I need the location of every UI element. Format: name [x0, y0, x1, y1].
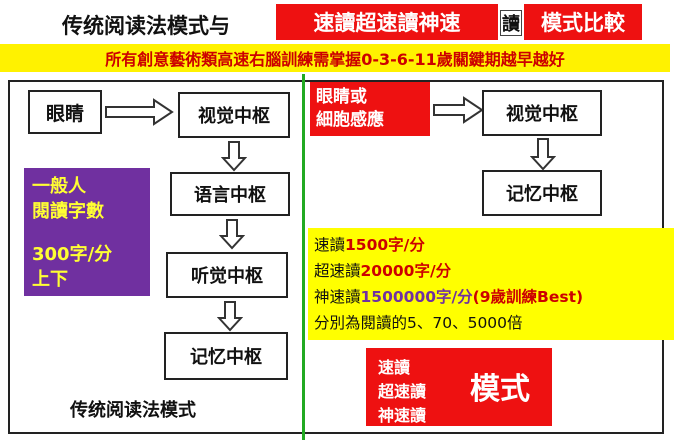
- left-caption: 传统阅读法模式: [70, 400, 196, 421]
- speed-row-1: 速讀1500字/分: [314, 236, 425, 254]
- visual-center-box-left: 视觉中枢: [178, 92, 290, 138]
- arrow-down-1: [221, 141, 247, 172]
- memory-center-box-right: 记忆中枢: [482, 170, 602, 216]
- mode-big-label: 模式: [470, 372, 530, 407]
- title-text: 传统阅读法模式与: [62, 13, 230, 38]
- speed-row-3: 神速讀1500000字/分(9歲訓練Best): [314, 288, 584, 306]
- language-center-box: 语言中枢: [170, 172, 290, 216]
- banner: 所有創意藝術類高速右腦訓練需掌握0-3-6-11歲關鍵期越早越好: [0, 44, 670, 72]
- arrow-input-to-visual: [433, 96, 484, 124]
- input-red-box: 眼睛或 細胞感應: [310, 82, 430, 136]
- arrow-down-3: [217, 301, 243, 332]
- speed-row-4: 分別為閱讀的5、70、5000倍: [314, 314, 523, 332]
- title-red-highlight: 速讀超速讀神速: [276, 4, 498, 40]
- speed-row-2: 超速讀20000字/分: [314, 262, 452, 280]
- banner-text: 所有創意藝術類高速右腦訓練需掌握0-3-6-11歲關鍵期越早越好: [105, 50, 565, 69]
- arrow-eyes-to-visual: [105, 98, 174, 126]
- arrow-down-2: [219, 219, 245, 250]
- mode-line-1: 速讀: [378, 358, 411, 377]
- purple-line-3: 300字/分: [32, 244, 113, 265]
- purple-info-box: 一般人 閱讀字數 300字/分 上下: [24, 168, 150, 296]
- memory-center-box-left: 记忆中枢: [164, 332, 288, 380]
- mode-line-3: 神速讀: [378, 406, 427, 425]
- yellow-info-box: 速讀1500字/分 超速讀20000字/分 神速讀1500000字/分(9歲訓練…: [308, 228, 674, 340]
- title-red-suffix: 模式比較: [524, 4, 642, 40]
- visual-center-box-right: 视觉中枢: [482, 90, 602, 136]
- green-divider: [302, 74, 305, 440]
- arrow-down-right: [530, 138, 556, 171]
- mode-red-box: 速讀 超速讀 神速讀 模式: [366, 348, 552, 426]
- purple-line-1: 一般人: [32, 176, 86, 197]
- purple-line-2: 閱讀字數: [32, 201, 104, 222]
- input-line-1: 眼睛或: [316, 87, 367, 107]
- mode-line-2: 超速讀: [378, 382, 427, 401]
- title-boxed-char: 讀: [500, 10, 522, 36]
- eyes-box: 眼睛: [28, 90, 102, 134]
- hearing-center-box: 听觉中枢: [166, 252, 288, 298]
- purple-line-4: 上下: [32, 269, 68, 290]
- input-line-2: 細胞感應: [316, 110, 384, 130]
